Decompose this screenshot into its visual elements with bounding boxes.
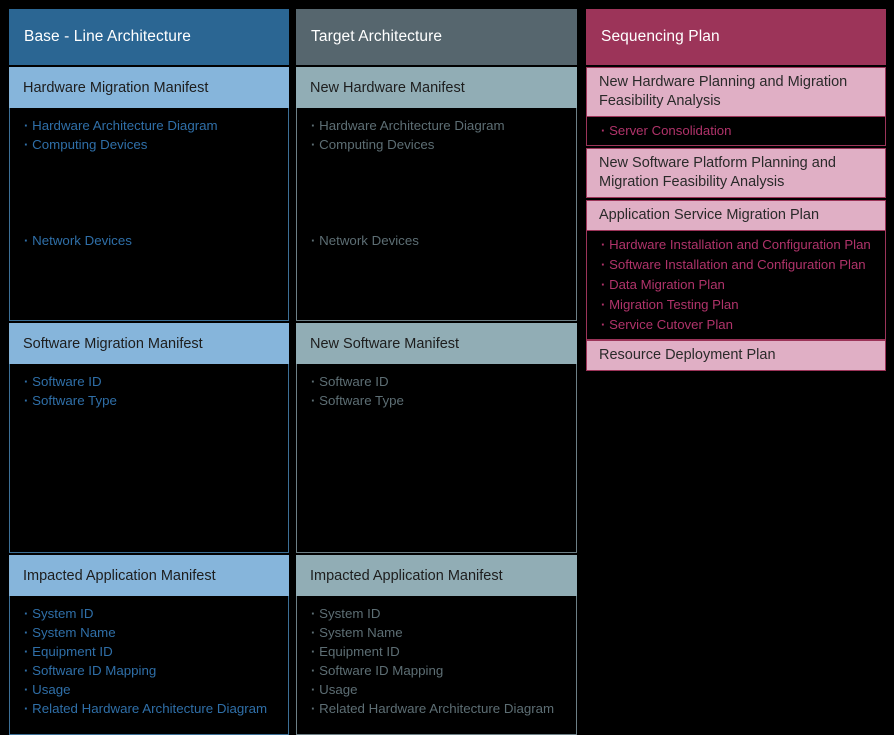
list-item[interactable]: Software ID Mapping	[24, 661, 280, 680]
list-new-hardware-items-bottom: Network Devices	[311, 231, 568, 250]
list-item[interactable]: Software Type	[24, 391, 280, 410]
list-item[interactable]: Network Devices	[24, 231, 280, 250]
list-item[interactable]: System Name	[311, 623, 568, 642]
list-item[interactable]: Computing Devices	[24, 135, 280, 154]
sequencing-subitems-application-service-migration: Hardware Installation and Configuration …	[586, 231, 886, 340]
list-item[interactable]: Data Migration Plan	[601, 275, 879, 295]
list-item[interactable]: Network Devices	[311, 231, 568, 250]
section-software-migration-manifest: Software Migration Manifest Software ID …	[9, 323, 289, 553]
column-title-target-architecture: Target Architecture	[296, 9, 577, 65]
section-heading-hardware-migration-manifest[interactable]: Hardware Migration Manifest	[9, 67, 289, 108]
section-body-new-software-manifest: Software ID Software Type	[296, 364, 577, 553]
list-item[interactable]: Related Hardware Architecture Diagram	[24, 699, 280, 718]
sequencing-subitems-new-hardware-planning: Server Consolidation	[586, 117, 886, 146]
list-sequencing-subitems: Hardware Installation and Configuration …	[601, 235, 879, 335]
section-body-software-migration-manifest: Software ID Software Type	[9, 364, 289, 553]
section-hardware-migration-manifest: Hardware Migration Manifest Hardware Arc…	[9, 67, 289, 321]
list-item[interactable]: System ID	[311, 604, 568, 623]
list-new-software-items: Software ID Software Type	[311, 372, 568, 410]
section-body-impacted-application-manifest-target: System ID System Name Equipment ID Softw…	[296, 596, 577, 735]
list-item[interactable]: Usage	[24, 680, 280, 699]
list-item[interactable]: System Name	[24, 623, 280, 642]
column-baseline-architecture: Base - Line Architecture Hardware Migrat…	[9, 9, 289, 735]
column-title-baseline-architecture: Base - Line Architecture	[9, 9, 289, 65]
list-sequencing-subitems: Server Consolidation	[601, 121, 879, 141]
list-software-migration-items: Software ID Software Type	[24, 372, 280, 410]
list-item[interactable]: Usage	[311, 680, 568, 699]
section-heading-impacted-application-manifest-target[interactable]: Impacted Application Manifest	[296, 555, 577, 596]
list-impacted-application-items-target: System ID System Name Equipment ID Softw…	[311, 604, 568, 718]
list-item[interactable]: Hardware Architecture Diagram	[311, 116, 568, 135]
sequencing-row-new-hardware-planning[interactable]: New Hardware Planning and Migration Feas…	[586, 67, 886, 117]
list-item[interactable]: Software Type	[311, 391, 568, 410]
list-item[interactable]: Computing Devices	[311, 135, 568, 154]
column-sequencing-plan: Sequencing Plan New Hardware Planning an…	[586, 9, 886, 371]
list-item[interactable]: Migration Testing Plan	[601, 295, 879, 315]
list-impacted-application-items: System ID System Name Equipment ID Softw…	[24, 604, 280, 718]
list-item[interactable]: Server Consolidation	[601, 121, 879, 141]
list-hardware-migration-items-bottom: Network Devices	[24, 231, 280, 250]
section-heading-impacted-application-manifest[interactable]: Impacted Application Manifest	[9, 555, 289, 596]
section-new-hardware-manifest: New Hardware Manifest Hardware Architect…	[296, 67, 577, 321]
section-body-impacted-application-manifest: System ID System Name Equipment ID Softw…	[9, 596, 289, 735]
list-item[interactable]: Equipment ID	[311, 642, 568, 661]
list-item[interactable]: System ID	[24, 604, 280, 623]
list-item[interactable]: Hardware Installation and Configuration …	[601, 235, 879, 255]
column-target-architecture: Target Architecture New Hardware Manifes…	[296, 9, 577, 735]
section-body-new-hardware-manifest: Hardware Architecture Diagram Computing …	[296, 108, 577, 321]
sequencing-row-application-service-migration-plan[interactable]: Application Service Migration Plan	[586, 200, 886, 231]
section-heading-new-hardware-manifest[interactable]: New Hardware Manifest	[296, 67, 577, 108]
column-title-sequencing-plan: Sequencing Plan	[586, 9, 886, 65]
list-item[interactable]: Software ID	[311, 372, 568, 391]
section-heading-new-software-manifest[interactable]: New Software Manifest	[296, 323, 577, 364]
list-item[interactable]: Software Installation and Configuration …	[601, 255, 879, 275]
list-new-hardware-items-top: Hardware Architecture Diagram Computing …	[311, 116, 568, 154]
section-heading-software-migration-manifest[interactable]: Software Migration Manifest	[9, 323, 289, 364]
section-body-hardware-migration-manifest: Hardware Architecture Diagram Computing …	[9, 108, 289, 321]
list-item[interactable]: Software ID Mapping	[311, 661, 568, 680]
list-item[interactable]: Related Hardware Architecture Diagram	[311, 699, 568, 718]
section-new-software-manifest: New Software Manifest Software ID Softwa…	[296, 323, 577, 553]
section-impacted-application-manifest-target: Impacted Application Manifest System ID …	[296, 555, 577, 735]
list-item[interactable]: Equipment ID	[24, 642, 280, 661]
list-item[interactable]: Hardware Architecture Diagram	[24, 116, 280, 135]
list-hardware-migration-items-top: Hardware Architecture Diagram Computing …	[24, 116, 280, 154]
sequencing-row-new-software-platform-planning[interactable]: New Software Platform Planning and Migra…	[586, 148, 886, 198]
list-item[interactable]: Service Cutover Plan	[601, 315, 879, 335]
sequencing-row-resource-deployment-plan[interactable]: Resource Deployment Plan	[586, 340, 886, 371]
list-item[interactable]: Software ID	[24, 372, 280, 391]
section-impacted-application-manifest: Impacted Application Manifest System ID …	[9, 555, 289, 735]
